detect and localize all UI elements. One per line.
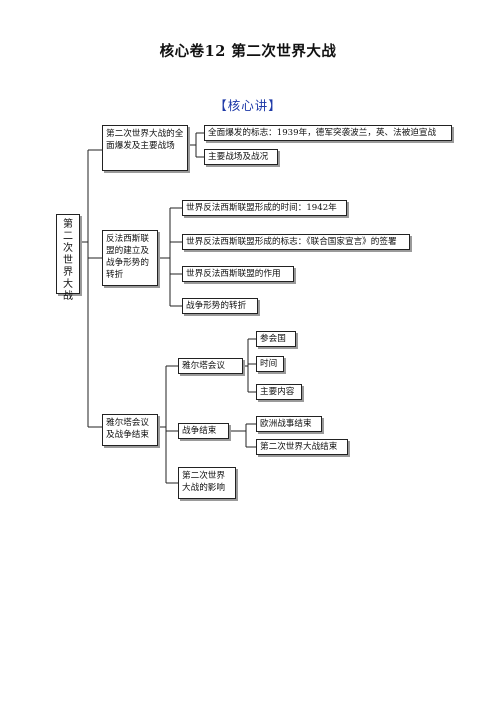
branch-2-child-sign: 世界反法西斯联盟形成的标志：《联合国家宣言》的签署 xyxy=(182,234,410,250)
branch-2-node: 反法西斯联盟的建立及战争形势的转折 xyxy=(102,230,158,286)
document-title: 核心卷12 第二次世界大战 xyxy=(159,43,337,60)
mindmap-root: 第二次世界大战 xyxy=(56,214,80,302)
branch-2-child-time: 世界反法西斯联盟形成的时间：1942年 xyxy=(182,200,347,216)
branch-1-child-outbreak: 全面爆发的标志：1939年，德军突袭波兰，英、法被迫宣战 xyxy=(204,125,452,141)
branch-3-child-yalta: 雅尔塔会议 xyxy=(178,358,243,374)
branch-1-node: 第二次世界大战的全面爆发及主要战场 xyxy=(102,125,188,171)
branch-1-child-battlefields: 主要战场及战况 xyxy=(204,149,278,165)
branch-2-child-role: 世界反法西斯联盟的作用 xyxy=(182,266,294,282)
war-end-europe: 欧洲战事结束 xyxy=(256,416,322,432)
branch-2-child-turning-point: 战争形势的转折 xyxy=(182,298,258,314)
yalta-content: 主要内容 xyxy=(256,384,302,400)
yalta-participants: 参会国 xyxy=(256,331,296,347)
branch-3-node: 雅尔塔会议及战争结束 xyxy=(102,414,158,446)
branch-3-child-war-end: 战争结束 xyxy=(178,423,229,439)
section-heading: 【核心讲】 xyxy=(214,98,282,113)
branch-3-child-impact: 第二次世界大战的影响 xyxy=(178,467,236,499)
yalta-time: 时间 xyxy=(256,356,284,372)
war-end-ww2: 第二次世界大战结束 xyxy=(256,439,348,455)
